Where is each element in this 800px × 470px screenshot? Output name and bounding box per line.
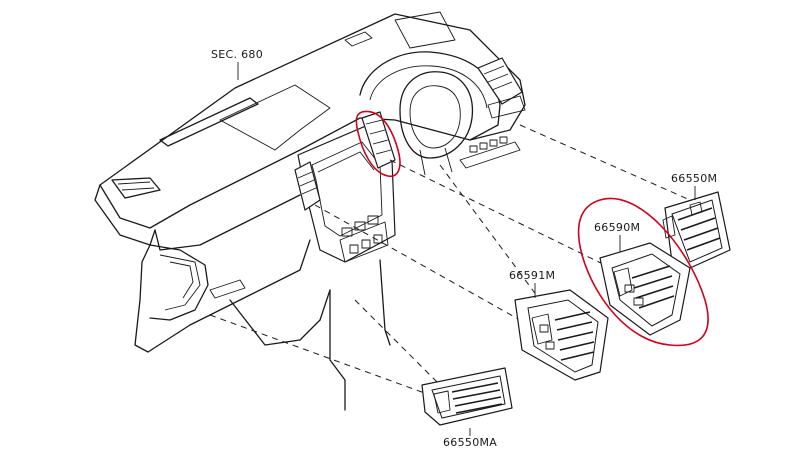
highlight-circle-center-vent xyxy=(355,110,401,177)
dashboard-panel xyxy=(94,11,526,411)
leader-66550MA xyxy=(209,314,431,396)
vent-66550MA xyxy=(421,367,513,426)
leader-66550M xyxy=(519,124,691,201)
vent-66590M xyxy=(599,242,691,336)
labels: SEC. 680 66550M 66590M 66591M 66550MA xyxy=(211,48,717,449)
label-66550MA: 66550MA xyxy=(443,436,497,449)
leader-66590M xyxy=(389,159,606,266)
label-66591M: 66591M xyxy=(509,269,555,282)
label-66590M: 66590M xyxy=(594,221,640,234)
leader-66591M xyxy=(314,204,521,321)
vent-66550M xyxy=(662,191,731,269)
leader-66550MA-2 xyxy=(354,299,441,386)
vent-66591M xyxy=(514,289,609,381)
label-sec-680: SEC. 680 xyxy=(211,48,263,61)
highlight-circle-66590M xyxy=(577,197,709,347)
leader-lines xyxy=(209,124,691,396)
label-66550M: 66550M xyxy=(671,172,717,185)
